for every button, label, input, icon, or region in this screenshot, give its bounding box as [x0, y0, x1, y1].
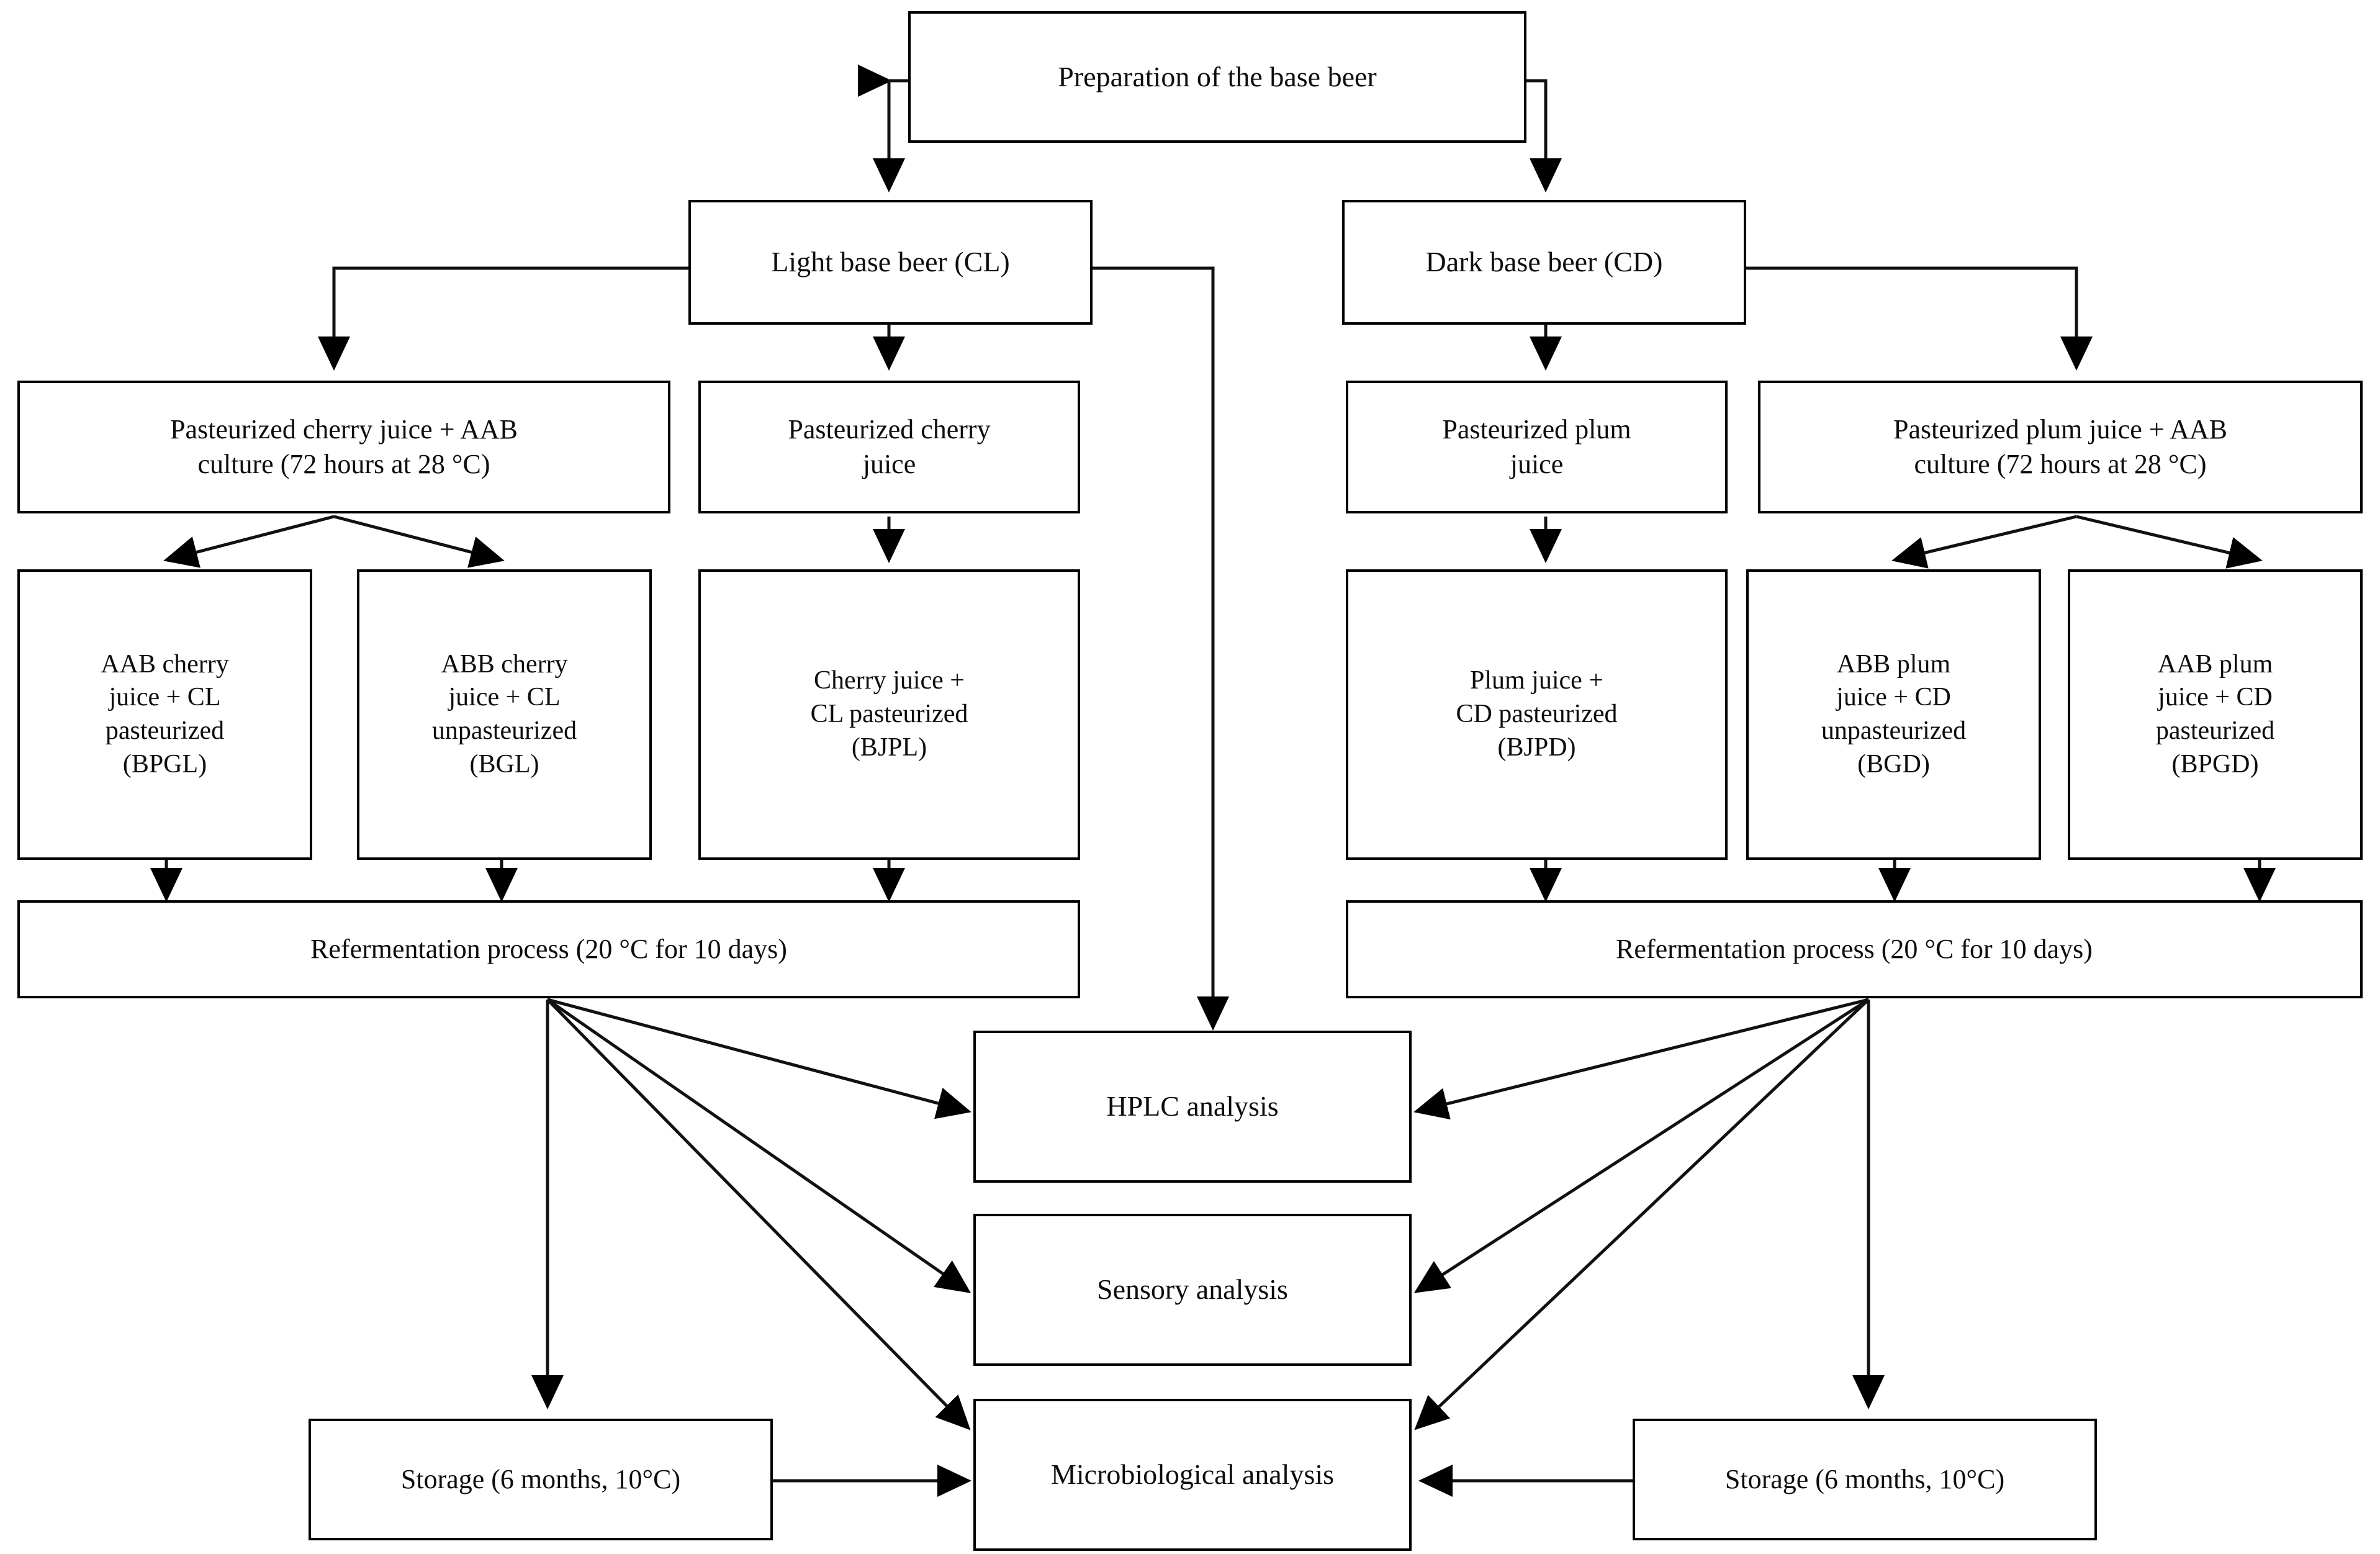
edge-cherryaab-to-bgl: [333, 515, 505, 568]
edge-refleft-to-sensory: [546, 998, 971, 1293]
edge-plumaab-to-bpgd: [2076, 515, 2263, 569]
node-label: Refermentation process (20 °C for 10 day…: [1616, 933, 2093, 964]
node-label: HPLC analysis: [1106, 1090, 1279, 1123]
node-label: ABB cherry juice + CL unpasteurized (BGL…: [431, 649, 577, 779]
node-label: Refermentation process (20 °C for 10 day…: [310, 933, 787, 964]
edge-refright-to-sensory: [1413, 998, 1870, 1293]
edge-cherryaab-to-bpgl: [163, 515, 335, 568]
edge-dark-to-plumaab: [1746, 266, 2093, 371]
node-label: Light base beer (CL): [771, 246, 1010, 278]
node-bpgl[interactable]: AAB cherry juice + CL pasteurized (BPGL): [17, 569, 312, 860]
node-refermentation-right[interactable]: Refermentation process (20 °C for 10 day…: [1346, 900, 2363, 998]
node-refermentation-left[interactable]: Refermentation process (20 °C for 10 day…: [17, 900, 1080, 998]
node-bjpl[interactable]: Cherry juice + CL pasteurized (BJPL): [698, 569, 1080, 860]
node-pasteurized-cherry-juice[interactable]: Pasteurized cherry juice: [698, 381, 1080, 513]
edge-refright-to-micro: [1414, 998, 1870, 1430]
node-label: Storage (6 months, 10°C): [400, 1463, 681, 1494]
node-label: AAB plum juice + CD pasteurized (BPGD): [2155, 649, 2275, 779]
node-label: Microbiological analysis: [1050, 1458, 1335, 1491]
node-label: Pasteurized cherry juice: [788, 413, 991, 479]
node-bgl[interactable]: ABB cherry juice + CL unpasteurized (BGL…: [357, 569, 652, 860]
node-microbiological-analysis[interactable]: Microbiological analysis: [973, 1399, 1412, 1551]
node-label: Cherry juice + CL pasteurized (BJPL): [810, 666, 968, 762]
node-storage-left[interactable]: Storage (6 months, 10°C): [309, 1419, 773, 1540]
node-pasteurized-cherry-juice-aab[interactable]: Pasteurized cherry juice + AAB culture (…: [17, 381, 670, 513]
node-bjpd[interactable]: Plum juice + CD pasteurized (BJPD): [1346, 569, 1728, 860]
node-pasteurized-plum-juice-aab[interactable]: Pasteurized plum juice + AAB culture (72…: [1758, 381, 2363, 513]
node-label: Plum juice + CD pasteurized (BJPD): [1456, 666, 1618, 762]
node-dark-base-beer[interactable]: Dark base beer (CD): [1342, 200, 1746, 325]
node-bpgd[interactable]: AAB plum juice + CD pasteurized (BPGD): [2068, 569, 2363, 860]
node-light-base-beer[interactable]: Light base beer (CL): [688, 200, 1093, 325]
edge-refright-to-hplc: [1413, 998, 1869, 1120]
edge-refleft-to-micro: [546, 998, 971, 1430]
node-storage-right[interactable]: Storage (6 months, 10°C): [1633, 1419, 2097, 1540]
node-sensory-analysis[interactable]: Sensory analysis: [973, 1214, 1412, 1366]
edge-plumaab-to-bgd: [1891, 515, 2077, 569]
node-label: Sensory analysis: [1097, 1273, 1288, 1306]
edge-light-to-cherryaab: [317, 266, 688, 371]
node-pasteurized-plum-juice[interactable]: Pasteurized plum juice: [1346, 381, 1728, 513]
node-label: Pasteurized cherry juice + AAB culture (…: [170, 413, 518, 479]
node-label: Storage (6 months, 10°C): [1724, 1463, 2005, 1494]
node-label: Pasteurized plum juice + AAB culture (72…: [1893, 413, 2228, 479]
node-label: Preparation of the base beer: [1058, 60, 1377, 93]
edge-light-to-hplc: [1093, 266, 1229, 1031]
node-preparation-base-beer[interactable]: Preparation of the base beer: [908, 11, 1526, 143]
node-bgd[interactable]: ABB plum juice + CD unpasteurized (BGD): [1746, 569, 2041, 860]
node-label: ABB plum juice + CD unpasteurized (BGD): [1821, 649, 1967, 779]
edge-refleft-to-hplc: [547, 998, 971, 1119]
node-label: Dark base beer (CD): [1425, 246, 1663, 278]
node-hplc-analysis[interactable]: HPLC analysis: [973, 1031, 1412, 1183]
node-label: Pasteurized plum juice: [1442, 413, 1631, 479]
node-label: AAB cherry juice + CL pasteurized (BPGL): [101, 649, 229, 779]
